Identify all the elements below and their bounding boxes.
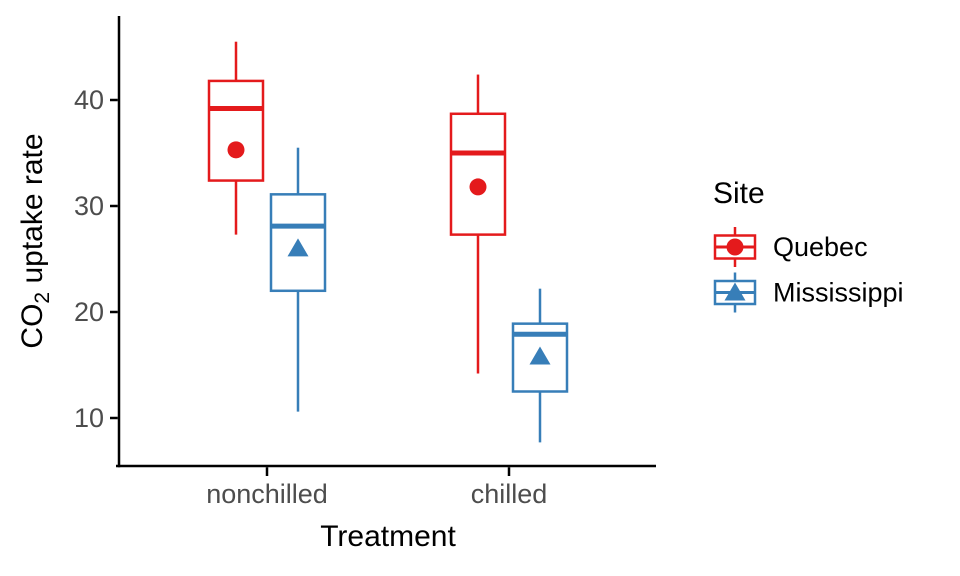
y-tick-label: 40 [74, 85, 104, 115]
mean-marker-circle [469, 178, 487, 196]
mean-marker-triangle [529, 346, 551, 365]
x-tick-label: chilled [471, 479, 548, 509]
legend-label: Mississippi [773, 278, 904, 308]
legend-key-mississippi [713, 272, 757, 313]
iqr-box [449, 112, 507, 236]
y-tick-label: 30 [74, 191, 104, 221]
mean-marker-circle [227, 141, 245, 159]
legend-key-quebec [713, 227, 757, 267]
y-axis-title: CO2 uptake rate [16, 133, 54, 348]
mean-marker-triangle [287, 238, 309, 257]
boxplot-mississippi-chilled [511, 288, 569, 443]
x-axis-title: Treatment [320, 520, 456, 553]
y-tick-label: 10 [74, 403, 104, 433]
x-tick-label: nonchilled [206, 479, 328, 509]
legend-key-triangle [724, 282, 746, 301]
iqr-box [207, 79, 265, 182]
boxplot-quebec-chilled [449, 74, 507, 374]
y-tick-label: 20 [74, 297, 104, 327]
legend-title: Site [713, 177, 765, 210]
legend-label: Quebec [773, 232, 868, 262]
boxplot-quebec-nonchilled [207, 41, 265, 235]
legend-key-circle [726, 238, 744, 256]
boxplot-mississippi-nonchilled [269, 147, 327, 412]
